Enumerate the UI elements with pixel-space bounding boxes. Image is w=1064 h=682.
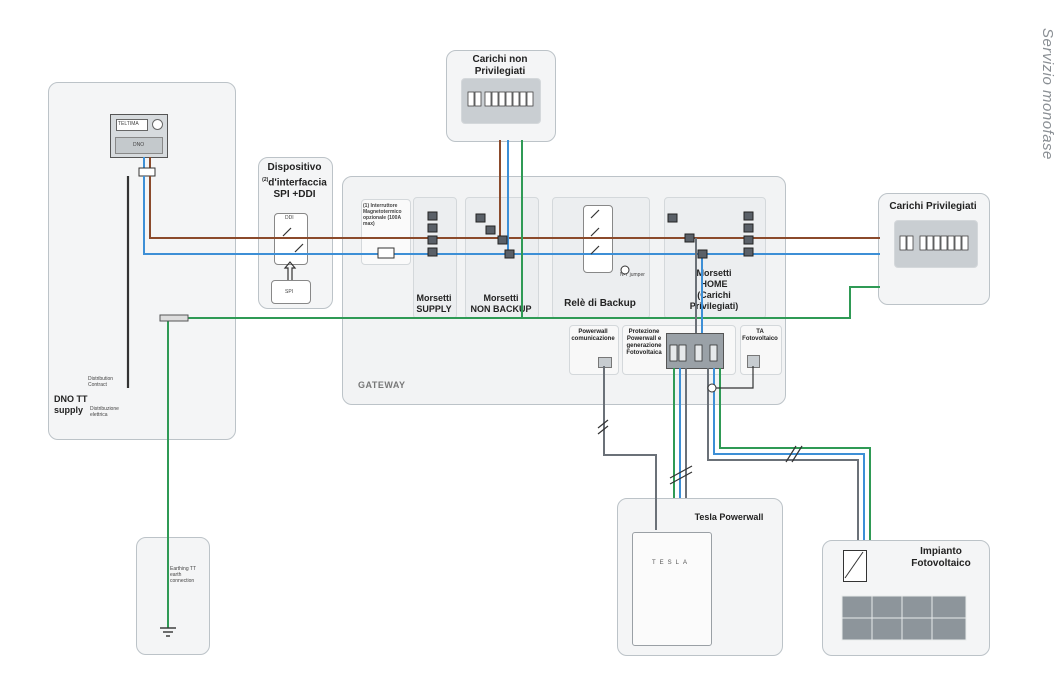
inverter-symbol [844,551,864,579]
powerwall-brand: TESLA [652,560,692,566]
meter-dial [152,119,163,130]
priv-breakers [899,235,969,251]
supply-terminals-label: Morsetti SUPPLY [416,293,452,314]
meter-connector [138,167,156,177]
non-backup-terminals-label: Morsetti NON BACKUP [470,293,532,314]
dno-note-bottom: Distribuzione elettrica [90,406,119,418]
interface-title-line3: SPI +DDI [273,189,316,201]
side-title: Servizio monofase [1039,28,1056,160]
ta-label: TA Fotovoltaico [742,329,778,342]
powerwall-unit [632,532,712,646]
neutral-wire-main [143,176,880,255]
cable-break-mark [597,419,803,485]
meter-display [116,119,148,131]
spi-arrow [283,261,297,280]
dno-note-right: Distribution Contract [88,376,114,388]
non-backup-terminal-block [475,213,515,259]
home-terminal-block [667,211,754,259]
interface-title: Dispositivo (2)d'interfaccia SPI +DDI [258,162,331,201]
carichi-non-title-line1: Carichi non [472,54,528,65]
non-priv-breakers [467,91,534,107]
powerwall-comm-label: Powerwall comunicazione [571,329,615,342]
jumper-note: N-T jumper [620,272,645,278]
protection-label: Protezione Powerwall e generazione Fotov… [626,329,662,356]
powerwall-title: Tesla Powerwall [694,512,764,522]
pv-neutral-cable [713,368,865,540]
interface-switch-contacts [282,227,304,253]
gateway-label: GATEWAY [358,380,406,390]
earth-ground-symbol [160,627,176,637]
protection-breaker-modules [669,344,718,362]
breaker-note: (1) Interruttore Magnetotermico opzional… [363,203,402,227]
solar-panel-array [841,595,967,641]
carichi-non-title: Carichi non Privilegiati [446,54,554,78]
pv-title: Impianto Fotovoltaico [911,546,971,569]
backup-relay-label: Relè di Backup [564,298,636,309]
live-wire-main [149,176,880,239]
meter-box: TELTIMA DNO [110,114,168,158]
earthing-note: Earthing TT earth connection [170,566,196,584]
powerwall-comm-cable [603,366,657,530]
meter-sub-label: DNO [133,142,145,148]
ta-lead [712,366,754,389]
interface-switch-label: DDI [285,215,294,221]
earth-wire-main [168,286,880,319]
supply-terminal-block [427,211,438,257]
breaker-fuse [377,247,395,259]
dno-title-line2: supply [54,405,84,415]
backup-relay-contacts [590,209,600,255]
spi-label: SPI [285,289,294,295]
home-terminals-label: Morsetti HOME (Carichi Privilegiati) [689,268,739,311]
dno-supply-panel [48,82,236,440]
breaker-footnote: (1) [363,203,370,209]
carichi-non-title-line2: Privilegiati [474,66,526,77]
earth-bar [159,314,189,322]
jumper-connector [620,265,630,275]
meter-lower [115,137,163,154]
pv-live-cable [707,368,859,540]
carichi-priv-title: Carichi Privilegiati [889,201,977,212]
spi-box [271,280,311,304]
dno-title: DNO TT supply [54,394,88,416]
pv-inverter [843,550,867,582]
earthing-panel [136,537,210,655]
interface-title-line2: (2)d'interfaccia [262,177,327,189]
ta-coil [707,383,717,393]
dno-title-line1: DNO TT [54,394,88,404]
interface-title-line1: Dispositivo [267,162,322,173]
interface-footnote: (2) [262,177,269,183]
meter-label: TELTIMA [118,121,139,127]
